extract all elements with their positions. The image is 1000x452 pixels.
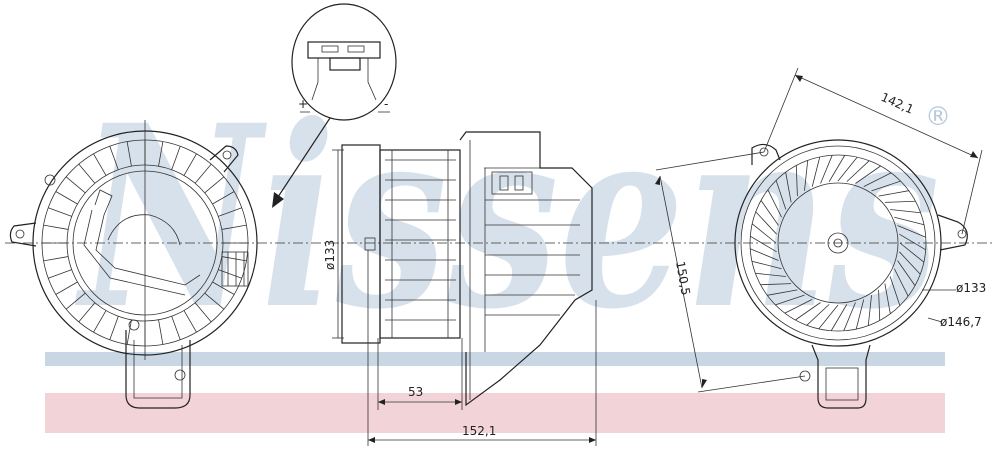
pink-stripe <box>45 393 945 433</box>
side-depth-dimension: 53 <box>408 385 423 399</box>
side-length-dimension: 152,1 <box>462 424 496 438</box>
side-diameter-dimension: ø133 <box>323 240 337 270</box>
registered-mark: ® <box>925 102 951 132</box>
front-mount-offset-dimension: 150,5 <box>673 260 693 296</box>
front-outer-diameter-dimension: ø146,7 <box>940 315 982 329</box>
brand-watermark: Nissens <box>74 70 940 364</box>
connector-detail: + - <box>272 3 397 208</box>
plus-terminal-label: + <box>298 97 308 111</box>
side-view: ø133 53 152,1 <box>323 131 597 446</box>
blue-stripe <box>45 352 945 366</box>
front-inner-diameter-dimension: ø133 <box>956 281 986 295</box>
pointer-arrowhead <box>272 192 284 208</box>
minus-terminal-label: - <box>384 97 388 111</box>
rear-view <box>9 120 258 409</box>
